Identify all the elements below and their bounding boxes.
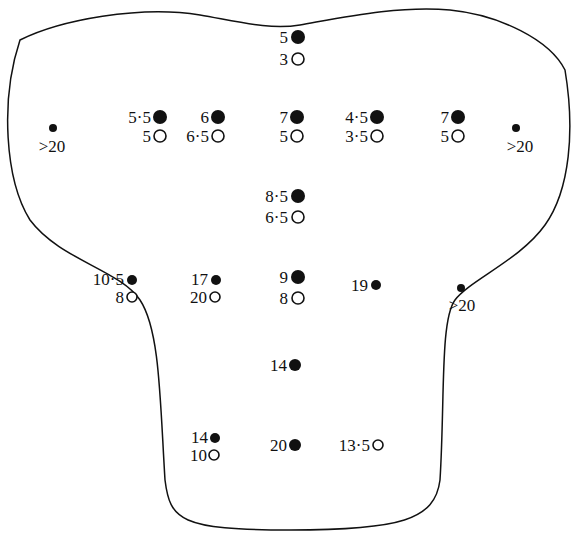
value-label: 6 xyxy=(201,109,210,126)
filled-dot xyxy=(290,110,304,124)
value-label: 5 xyxy=(143,128,152,145)
value-label: >20 xyxy=(507,138,534,155)
value-label: >20 xyxy=(39,138,66,155)
value-label: 8 xyxy=(116,289,125,306)
open-dot xyxy=(371,130,383,142)
open-dot xyxy=(373,440,383,450)
filled-dot xyxy=(210,433,220,443)
open-dot xyxy=(292,53,304,65)
value-label: 5 xyxy=(280,128,289,145)
open-dots xyxy=(127,53,464,460)
open-dot xyxy=(154,130,166,142)
open-dot xyxy=(127,292,137,302)
filled-dot xyxy=(371,280,381,290)
filled-dot xyxy=(289,439,301,451)
value-label: 20 xyxy=(190,289,207,306)
value-label: 10·5 xyxy=(93,271,124,288)
open-dot xyxy=(209,450,219,460)
value-label: 20 xyxy=(270,437,287,454)
value-label: 6·5 xyxy=(186,128,209,145)
value-label: 7 xyxy=(441,109,450,126)
value-label: 13·5 xyxy=(339,437,370,454)
value-label: 3 xyxy=(280,51,289,68)
filled-dot xyxy=(370,110,384,124)
filled-dot xyxy=(49,124,57,132)
filled-dot xyxy=(291,270,305,284)
value-label: 14 xyxy=(270,357,287,374)
filled-dot xyxy=(512,124,520,132)
filled-dot xyxy=(127,275,137,285)
value-label: 6·5 xyxy=(265,209,288,226)
filled-dot xyxy=(451,110,465,124)
open-dot xyxy=(212,130,224,142)
filled-dots xyxy=(49,30,520,451)
filled-dot xyxy=(289,359,301,371)
value-label: 5 xyxy=(441,128,450,145)
open-dot xyxy=(292,211,304,223)
open-dot xyxy=(291,130,303,142)
filled-dot xyxy=(153,110,167,124)
filled-dot xyxy=(211,275,221,285)
body-outline xyxy=(8,9,570,530)
open-dot xyxy=(292,292,304,304)
value-label: 19 xyxy=(351,277,368,294)
open-dot xyxy=(452,130,464,142)
filled-dot xyxy=(291,30,305,44)
value-label: 8·5 xyxy=(265,188,288,205)
filled-dot xyxy=(457,284,465,292)
value-label: 17 xyxy=(191,271,208,288)
filled-dot xyxy=(211,110,225,124)
filled-dot xyxy=(291,189,305,203)
value-label: 7 xyxy=(280,109,289,126)
value-label: 9 xyxy=(280,269,289,286)
value-label: 4·5 xyxy=(345,109,368,126)
value-label: 14 xyxy=(191,429,208,446)
value-label: 5 xyxy=(280,29,289,46)
value-label: >20 xyxy=(449,297,476,314)
value-label: 3·5 xyxy=(345,128,368,145)
value-label: 10 xyxy=(190,447,207,464)
value-label: 8 xyxy=(280,290,289,307)
value-label: 5·5 xyxy=(128,109,151,126)
open-dot xyxy=(210,292,220,302)
